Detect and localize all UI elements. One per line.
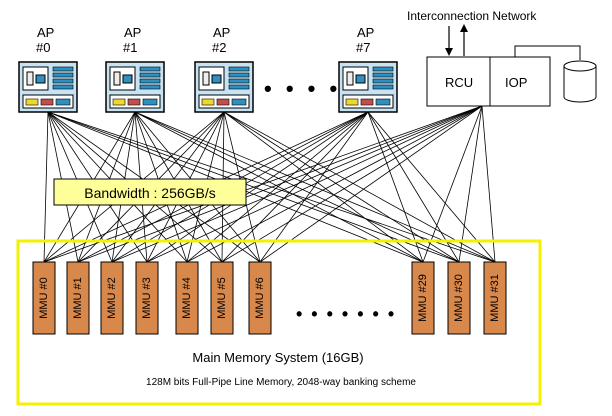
memory-unit: MMU #1 bbox=[66, 261, 90, 335]
crossbar-link bbox=[111, 105, 483, 263]
memory-unit: MMU #31 bbox=[483, 261, 507, 335]
crossbar-link bbox=[43, 111, 49, 263]
processor-label-top: AP bbox=[124, 25, 141, 40]
crossbar-link bbox=[367, 111, 460, 263]
processor-chip-icon bbox=[105, 61, 165, 113]
crossbar-link bbox=[458, 105, 483, 263]
crossbar-link bbox=[422, 105, 483, 263]
crossbar-link bbox=[134, 111, 424, 263]
processor-node: AP#1 bbox=[105, 25, 165, 113]
interconnection-network-label: Interconnection Network bbox=[407, 9, 537, 23]
memory-unit: MMU #30 bbox=[447, 261, 471, 335]
crossbar-link bbox=[223, 111, 424, 263]
processor-node: AP#0 bbox=[18, 25, 78, 113]
memory-unit-label: MMU #0 bbox=[38, 277, 50, 319]
memory-unit-row: MMU #0 MMU #1 MMU #2 MMU #3 MMU #4 MMU #5 MMU … bbox=[32, 261, 507, 335]
memory-unit-label: MMU #30 bbox=[453, 274, 465, 322]
processor-chip-icon bbox=[18, 61, 78, 113]
memory-unit-label: MMU #1 bbox=[72, 277, 84, 319]
memory-unit: MMU #3 bbox=[135, 261, 159, 335]
crossbar-link bbox=[146, 105, 483, 263]
memory-system-description: 128M bits Full-Pipe Line Memory, 2048-wa… bbox=[146, 377, 416, 388]
memory-unit-label: MMU #4 bbox=[181, 277, 193, 319]
memory-unit: MMU #29 bbox=[411, 261, 435, 335]
memory-unit: MMU #0 bbox=[32, 261, 56, 335]
crossbar-link bbox=[77, 105, 483, 263]
memory-unit-label: MMU #31 bbox=[489, 274, 501, 322]
memory-unit: MMU #4 bbox=[175, 261, 199, 335]
processor-label-top: AP bbox=[213, 25, 230, 40]
crossbar-link bbox=[259, 105, 483, 263]
memory-unit: MMU #2 bbox=[100, 261, 124, 335]
processor-label-bottom: #0 bbox=[36, 40, 50, 55]
processor-label-bottom: #1 bbox=[123, 40, 137, 55]
processor-node: AP#2 bbox=[194, 25, 254, 113]
crossbar-link bbox=[186, 105, 483, 263]
memory-unit-label: MMU #5 bbox=[216, 277, 228, 319]
crossbar-link bbox=[223, 111, 496, 263]
processor-label-top: AP bbox=[357, 25, 374, 40]
crossbar-link bbox=[134, 111, 496, 263]
bandwidth-label: Bandwidth : 256GB/s bbox=[84, 185, 216, 201]
processor-chip-icon bbox=[338, 61, 398, 113]
crossbar-link bbox=[367, 111, 496, 263]
memory-ellipsis: • • • • • • • bbox=[296, 304, 396, 324]
memory-unit-label: MMU #29 bbox=[417, 274, 429, 322]
memory-unit: MMU #6 bbox=[248, 261, 272, 335]
iop-label: IOP bbox=[505, 75, 527, 90]
iop-disk-connector bbox=[514, 45, 581, 60]
crossbar-link bbox=[186, 111, 369, 263]
crossbar-link bbox=[146, 111, 369, 263]
network-arrow-up-head bbox=[460, 24, 468, 32]
processor-row: AP#0AP#1AP#2AP#7 bbox=[18, 25, 398, 113]
rcu-iop-box bbox=[426, 56, 551, 107]
crossbar-link bbox=[223, 111, 460, 263]
crossbar-link bbox=[221, 111, 369, 263]
bandwidth-box bbox=[53, 178, 247, 206]
processor-label-bottom: #7 bbox=[356, 40, 370, 55]
memory-system-title: Main Memory System (16GB) bbox=[192, 350, 363, 365]
main-memory-system-box bbox=[16, 239, 542, 406]
memory-unit: MMU #5 bbox=[210, 261, 234, 335]
processor-chip-icon bbox=[194, 61, 254, 113]
crossbar-link bbox=[134, 111, 460, 263]
processor-ellipsis: • • • • bbox=[264, 76, 341, 101]
processor-label-bottom: #2 bbox=[212, 40, 226, 55]
crossbar-link bbox=[43, 105, 483, 263]
crossbar-link bbox=[259, 111, 369, 263]
memory-unit-label: MMU #6 bbox=[254, 277, 266, 319]
crossbar-link bbox=[221, 105, 483, 263]
crossbar-link bbox=[481, 105, 496, 263]
crossbar-link bbox=[367, 111, 424, 263]
disk-storage-icon bbox=[563, 60, 597, 103]
rcu-label: RCU bbox=[445, 75, 473, 90]
processor-node: AP#7 bbox=[338, 25, 398, 113]
network-arrow-down-head bbox=[445, 48, 453, 56]
processor-label-top: AP bbox=[37, 25, 54, 40]
memory-unit-label: MMU #2 bbox=[106, 277, 118, 319]
memory-unit-label: MMU #3 bbox=[141, 277, 153, 319]
